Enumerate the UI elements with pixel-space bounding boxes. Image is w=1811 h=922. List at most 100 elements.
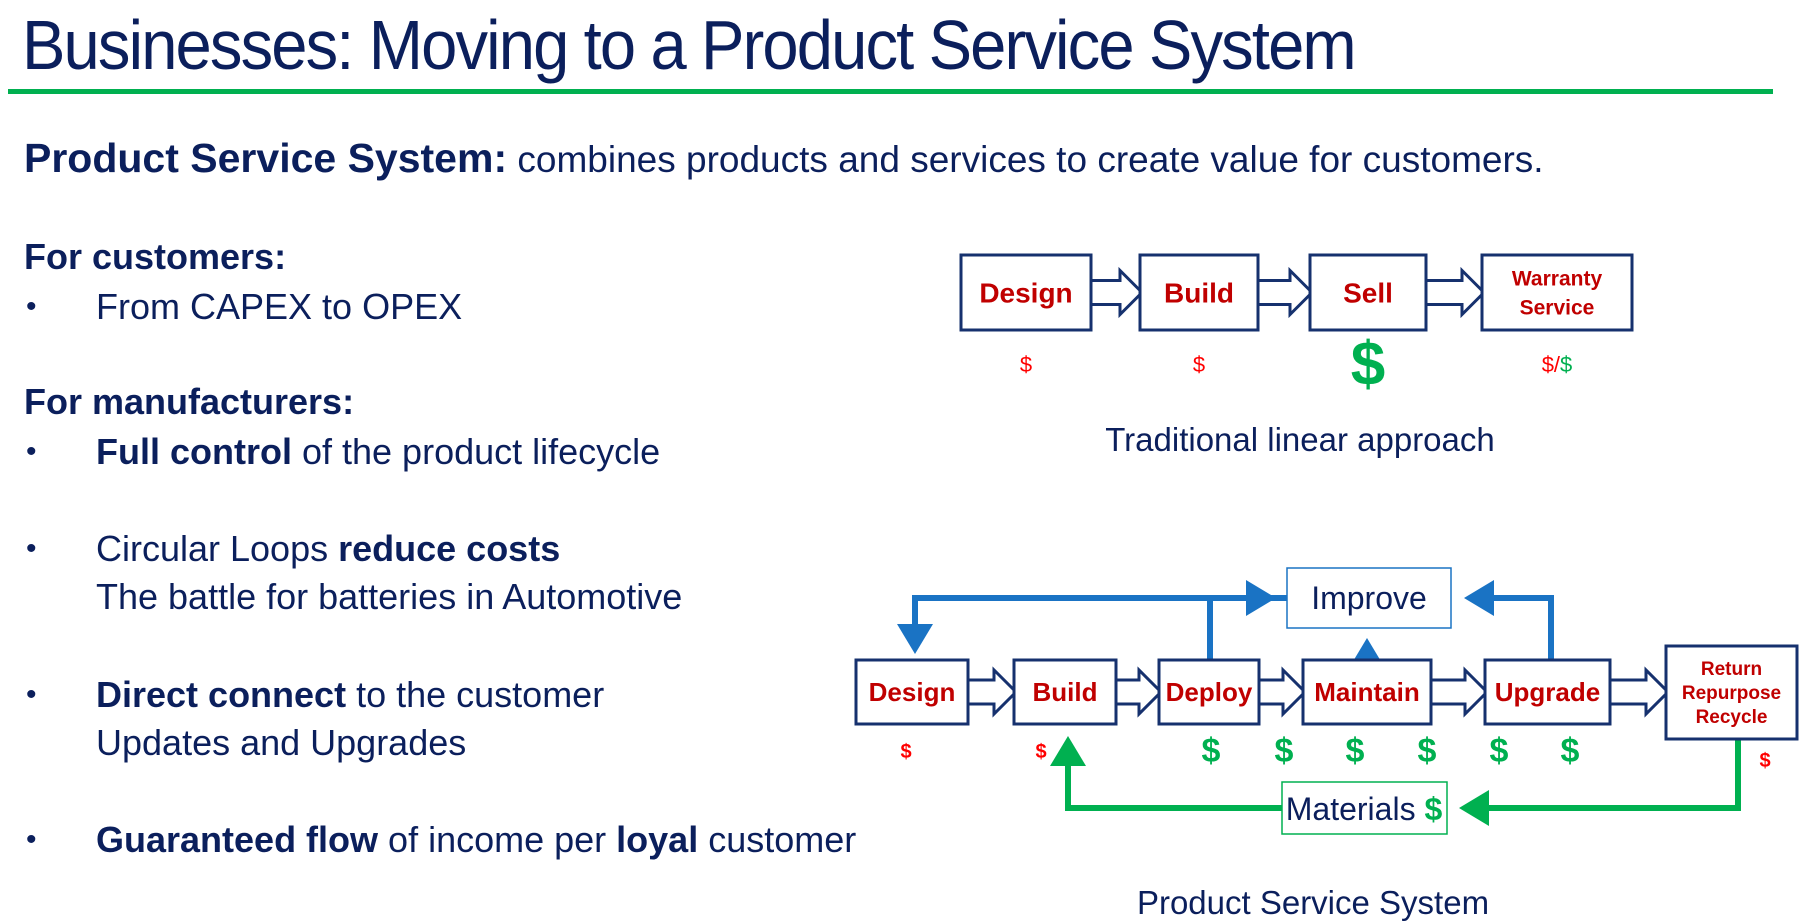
bullet-bold: Full control [96, 431, 292, 472]
improve-box [1286, 567, 1452, 629]
pss-stage-label: Upgrade [1495, 677, 1600, 707]
pss-flow-arrow [1608, 666, 1671, 718]
revenue-marker: $ [1202, 732, 1221, 770]
bullet-dot: • [26, 823, 37, 856]
cost-marker: $ [900, 741, 911, 763]
title-underline [8, 89, 1773, 94]
bullet-rest: customer [698, 819, 857, 860]
linear-flow-arrow [1089, 266, 1145, 319]
bullet-pre: Circular Loops [96, 528, 339, 569]
pss-stage-label: Build [1033, 677, 1098, 707]
revenue-marker: $ [1561, 732, 1580, 770]
bullet-bold: Direct connect [96, 674, 347, 715]
pss-stage-label-line: Design [869, 677, 956, 707]
pss-stage-label-line: Maintain [1314, 677, 1419, 707]
bullet-dot: • [26, 435, 37, 468]
bullet-dot: • [26, 532, 37, 565]
manufacturers-bullet-2: Circular Loops reduce costs The battle f… [96, 525, 682, 621]
pss-stage-box [1012, 658, 1118, 726]
revenue-marker: $ [1275, 732, 1294, 770]
linear-stage-label-line: Sell [1343, 277, 1393, 308]
bullet-line2: The battle for batteries in Automotive [96, 576, 683, 617]
bullet-dot: • [26, 678, 37, 711]
cost-marker: $ [1020, 352, 1032, 377]
pss-stage-label-line: Recycle [1696, 707, 1768, 728]
pss-stage-label-line: Repurpose [1682, 683, 1781, 704]
linear-flow-arrow [1424, 266, 1487, 319]
bullet-dot: • [26, 290, 37, 323]
pss-stage-label: Deploy [1166, 677, 1253, 707]
feedback-arrow-upgrade [1464, 580, 1554, 660]
revenue-marker: $ [1490, 732, 1509, 770]
bullet-mid: of income per [378, 819, 617, 860]
definition: Product Service System: combines product… [24, 135, 1544, 182]
mixed-marker: $/$ [1542, 352, 1573, 377]
customers-bullet-1: From CAPEX to OPEX [96, 286, 463, 327]
definition-text: combines products and services to create… [507, 139, 1544, 180]
bullet-bold: reduce costs [338, 528, 561, 569]
materials-box [1281, 781, 1448, 835]
revenue-marker-large: $ [1351, 330, 1385, 399]
linear-stage-box [1308, 253, 1428, 332]
pss-stage-box [1483, 658, 1612, 726]
pss-flow-arrow [1114, 666, 1164, 718]
revenue-marker: $ [1418, 732, 1437, 770]
pss-stage-label-line: Build [1033, 677, 1098, 707]
pss-stage-label-line: Upgrade [1495, 677, 1600, 707]
cost-part: $/ [1542, 352, 1561, 377]
pss-stage-box [854, 658, 970, 726]
cost-marker: $ [1759, 750, 1770, 772]
linear-stage-label-line: Warranty [1512, 267, 1603, 290]
materials-to-build-arrow [1050, 736, 1282, 811]
materials-return-arrow [1459, 739, 1741, 826]
linear-flow-arrow [1256, 266, 1315, 319]
revenue-marker: $ [1346, 732, 1365, 770]
manufacturers-heading: For manufacturers: [24, 381, 355, 422]
linear-stage-label-line: Build [1164, 277, 1234, 308]
pss-flow-arrow [1257, 666, 1308, 718]
linear-stage-label: Build [1164, 277, 1234, 308]
bullet-rest: of the product lifecycle [291, 431, 661, 472]
cost-marker: $ [1035, 741, 1046, 763]
linear-stage-box [959, 253, 1093, 332]
pss-caption: Product Service System [1137, 884, 1489, 921]
bullet-bold-2: loyal [616, 819, 699, 860]
pss-stage-box [1157, 658, 1261, 726]
materials-money: $ [1424, 791, 1442, 827]
pss-stage-box [1664, 644, 1799, 741]
pss-stage-label: Design [869, 677, 956, 707]
pss-flow-arrow [1429, 666, 1490, 718]
linear-stage-box [1480, 253, 1634, 332]
definition-term: Product Service System: [24, 135, 508, 181]
slide-title: Businesses: Moving to a Product Service … [22, 6, 1357, 84]
revenue-part: $ [1560, 352, 1572, 377]
pss-stage-label-line: Return [1701, 659, 1762, 680]
linear-caption: Traditional linear approach [1105, 421, 1495, 458]
customers-heading: For customers: [24, 236, 287, 277]
cost-marker: $ [1193, 352, 1205, 377]
linear-stage-label-line: Design [979, 277, 1072, 308]
feedback-arrow-deploy [1207, 580, 1276, 660]
bullet-rest: to the customer [346, 674, 605, 715]
pss-stage-label: Maintain [1314, 677, 1419, 707]
pss-flow-arrow [966, 666, 1019, 718]
improve-label: Improve [1311, 580, 1427, 616]
bullet-bold: Guaranteed flow [96, 819, 379, 860]
manufacturers-bullet-3: Direct connect to the customer Updates a… [96, 671, 604, 767]
linear-stage-label: Design [979, 277, 1072, 308]
materials-text: Materials [1286, 791, 1425, 827]
feedback-arrow-to-design [897, 595, 1287, 654]
bullet-line2: Updates and Upgrades [96, 722, 467, 763]
linear-stage-label-line: Service [1520, 296, 1595, 319]
linear-stage-box [1138, 253, 1260, 332]
manufacturers-bullet-1: Full control of the product lifecycle [96, 428, 660, 476]
manufacturers-bullet-4: Guaranteed flow of income per loyal cust… [96, 816, 856, 864]
pss-stage-box [1301, 658, 1433, 726]
materials-label: Materials $ [1286, 791, 1443, 827]
linear-stage-label: Sell [1343, 277, 1393, 308]
